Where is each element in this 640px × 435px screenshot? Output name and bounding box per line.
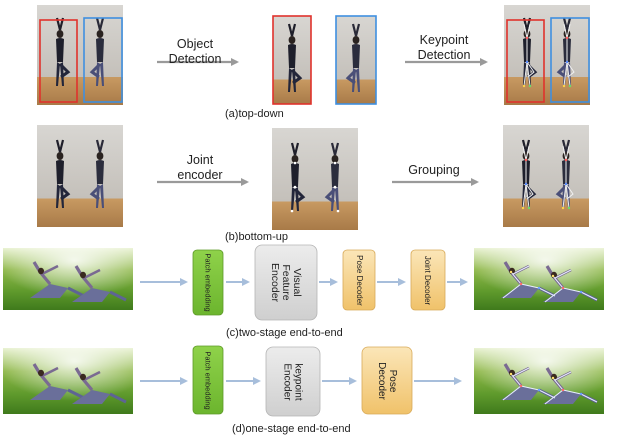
one-stage-patch-embedding-module xyxy=(192,345,224,415)
two-stage-pose-decoder-module xyxy=(342,249,376,311)
one-stage-pd-line2: Decoder xyxy=(376,361,387,400)
one-stage-pose-decoder-label: Pose Decoder xyxy=(376,362,398,400)
one-stage-pd-line1: Pose xyxy=(387,369,398,392)
one-stage-keypoint-encoder-module xyxy=(265,346,321,417)
two-stage-joint-decoder-module xyxy=(410,249,446,311)
one-stage-patch-embedding-label: Patch embedding xyxy=(203,350,213,410)
two-stage-patch-embedding-label-box: Patch embedding xyxy=(193,250,223,315)
cropped-person-blue xyxy=(335,15,377,105)
two-stage-joint-decoder-label-box: Joint Decoder xyxy=(411,250,445,310)
one-stage-pose-decoder-module xyxy=(361,346,413,415)
bottom-up-joint-image xyxy=(272,128,358,230)
two-stage-visual-feature-encoder-module xyxy=(254,244,318,321)
joint-encoder-label-line2: encoder xyxy=(177,168,223,182)
one-stage-output-image xyxy=(474,348,604,414)
caption-bottom-up: (b)bottom-up xyxy=(225,231,288,243)
one-stage-input-image xyxy=(3,348,133,414)
object-detection-label-line1: Object xyxy=(176,37,214,51)
joint-encoder-label-line1: Joint xyxy=(186,153,214,167)
top-down-input-image xyxy=(37,5,123,105)
keypoint-detection-label: Keypoint Detection xyxy=(404,33,484,63)
one-stage-patch-embedding-label-box: Patch embedding xyxy=(193,346,223,414)
one-stage-keypoint-encoder-label-box: keypoint Encoder xyxy=(266,347,320,416)
object-detection-label: Object Detection xyxy=(160,37,230,67)
top-down-output-image xyxy=(504,5,590,105)
caption-one-stage: (d)one-stage end-to-end xyxy=(232,423,351,435)
two-stage-pose-decoder-label-box: Pose Decoder xyxy=(343,250,375,310)
keypoint-detection-label-line1: Keypoint xyxy=(419,33,469,47)
caption-two-stage: (c)two-stage end-to-end xyxy=(226,327,343,339)
two-stage-vfe-line3: Encoder xyxy=(269,262,282,303)
bottom-up-output-image xyxy=(503,125,589,227)
two-stage-patch-embedding-module xyxy=(192,249,224,316)
one-stage-ke-line1: keypoint xyxy=(293,362,304,401)
grouping-label: Grouping xyxy=(408,163,460,177)
two-stage-input-image xyxy=(3,248,133,310)
two-stage-joint-decoder-label: Joint Decoder xyxy=(423,255,433,305)
top-down-person-box-red xyxy=(39,19,78,103)
top-down-person-box-blue xyxy=(83,17,123,103)
bottom-up-input-image xyxy=(37,125,123,227)
one-stage-ke-line2: Encoder xyxy=(282,362,293,401)
one-stage-keypoint-encoder-label: keypoint Encoder xyxy=(282,363,304,400)
object-detection-label-line2: Detection xyxy=(168,52,222,66)
two-stage-vfe-line2: Feature xyxy=(280,264,293,301)
two-stage-visual-feature-encoder-label-box: Visual Feature Encoder xyxy=(255,245,317,320)
two-stage-vfe-line1: Visual xyxy=(291,268,304,297)
caption-top-down: (a)top-down xyxy=(225,108,284,120)
two-stage-pose-decoder-label: Pose Decoder xyxy=(354,254,364,306)
two-stage-visual-feature-encoder-label: Visual Feature Encoder xyxy=(269,262,304,303)
one-stage-pose-decoder-label-box: Pose Decoder xyxy=(362,347,412,414)
two-stage-output-image xyxy=(474,248,604,310)
cropped-person-red xyxy=(272,15,312,105)
joint-encoder-label: Joint encoder xyxy=(165,153,235,183)
two-stage-patch-embedding-label: Patch embedding xyxy=(203,253,213,312)
keypoint-detection-label-line2: Detection xyxy=(417,48,471,62)
